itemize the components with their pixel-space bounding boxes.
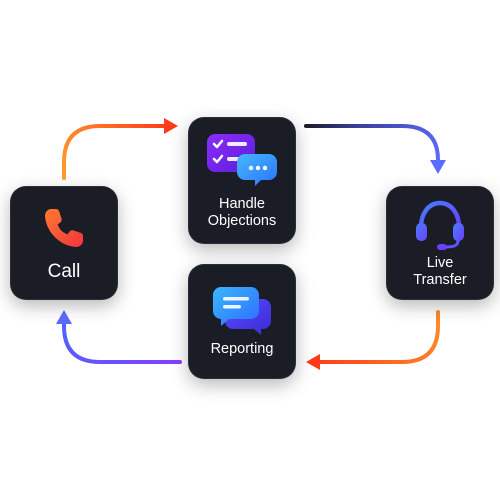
checklist-chat-icon — [205, 132, 279, 188]
arrowhead-handle-to-live — [430, 160, 446, 174]
arrow-call-to-handle — [62, 124, 168, 180]
reporting-label: Reporting — [210, 341, 274, 358]
arrowhead-live-to-report — [306, 354, 320, 370]
headset-icon — [411, 197, 469, 251]
arrowhead-report-to-call — [56, 310, 72, 324]
phone-icon — [39, 203, 89, 253]
arrow-report-to-call — [62, 320, 182, 364]
message-bubbles-icon — [211, 285, 273, 336]
arrow-live-to-report — [316, 310, 440, 364]
call-node: Call — [10, 186, 118, 300]
live-transfer-label: Live Transfer — [413, 255, 467, 288]
handle-objections-label: Handle Objections — [207, 195, 277, 229]
handle-objections-node: Handle Objections — [188, 117, 296, 244]
arrowhead-call-to-handle — [164, 118, 178, 134]
reporting-node: Reporting — [188, 264, 296, 379]
live-transfer-node: Live Transfer — [386, 186, 494, 300]
arrow-handle-to-live — [304, 124, 440, 164]
call-label: Call — [47, 261, 81, 283]
